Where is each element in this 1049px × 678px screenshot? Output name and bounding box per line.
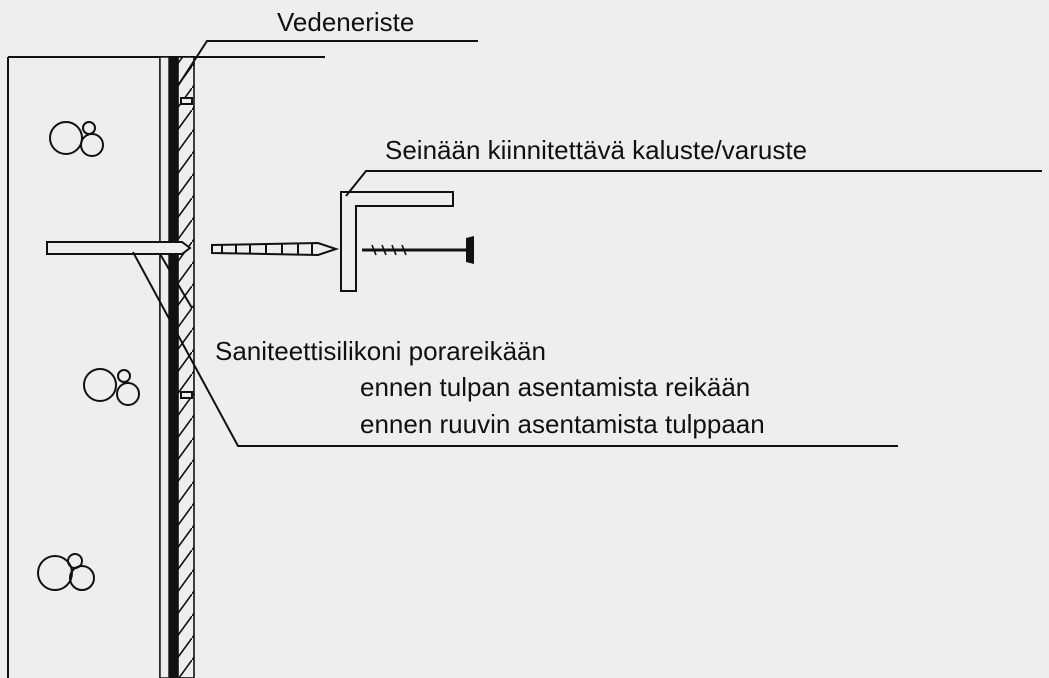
waterproofing-label: Vedeneriste xyxy=(277,7,414,37)
fixture-bracket xyxy=(340,191,454,292)
wall-plug xyxy=(46,241,340,257)
screw xyxy=(362,236,474,264)
silicone-label: Saniteettisilikoni porareikään xyxy=(215,336,546,366)
silicone-step-1-label: ennen tulpan asentamista reikään xyxy=(360,372,750,402)
leader-lines xyxy=(132,40,1042,447)
silicone-step-2-label: ennen ruuvin asentamista tulppaan xyxy=(360,409,765,439)
fixture-label: Seinään kiinnitettävä kaluste/varuste xyxy=(385,135,807,165)
waterproofing-layer xyxy=(159,56,195,678)
